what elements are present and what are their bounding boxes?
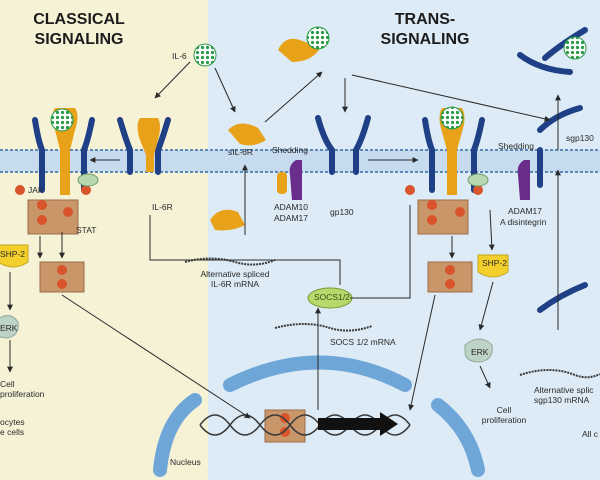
classical-title-line1: CLASSICAL bbox=[33, 11, 125, 28]
alt-sgp-line1: Alternative splic bbox=[534, 385, 594, 395]
mrna-strands bbox=[184, 257, 600, 379]
il6-ligands bbox=[50, 26, 587, 132]
shedding-right-label: Shedding bbox=[498, 141, 534, 151]
nucleus-label: Nucleus bbox=[170, 457, 201, 467]
hepatocytes-line1: ocytes bbox=[0, 417, 25, 427]
cell-prolif-left-label: Cell proliferation bbox=[0, 379, 45, 400]
adam17-left-label: ADAM17 bbox=[274, 213, 309, 223]
cell-prolif-left-line1: Cell bbox=[0, 379, 15, 389]
gp130-label: gp130 bbox=[330, 207, 354, 217]
shp2-shapes bbox=[0, 244, 509, 278]
cell-prolif-right-line2: proliferation bbox=[481, 414, 527, 425]
a-disintegrin-label: A disintegrin bbox=[500, 217, 547, 227]
stat-label: STAT bbox=[76, 225, 97, 235]
cell-prolif-right-label: Cell proliferation bbox=[476, 405, 532, 426]
shp2-right-label: SHP-2 bbox=[482, 258, 508, 268]
jak-label: JAK bbox=[28, 185, 44, 195]
shp2-left-label: SHP-2 bbox=[0, 249, 26, 259]
trans-title-line2: SIGNALING bbox=[380, 31, 470, 48]
cell-prolif-right-line1: Cell bbox=[496, 405, 512, 415]
shedding-left-label: Shedding bbox=[272, 145, 308, 155]
hepatocytes-label: ocytes e cells bbox=[0, 417, 25, 438]
trans-background bbox=[208, 0, 600, 480]
classical-title-line2: SIGNALING bbox=[34, 31, 124, 48]
all-cells-label: All c bbox=[582, 429, 599, 439]
il6-label: IL-6 bbox=[172, 51, 187, 61]
adam10-label: ADAM10 bbox=[274, 202, 309, 212]
socs12-label: SOCS1/2 bbox=[314, 292, 350, 302]
alt-sgp130-mrna-label: Alternative splic sgp130 mRNA bbox=[534, 385, 594, 406]
alt-il6r-line2: IL-6R mRNA bbox=[210, 278, 260, 289]
classical-background bbox=[0, 0, 208, 480]
adam-proteases bbox=[289, 160, 530, 200]
trans-title-line1: TRANS- bbox=[394, 11, 456, 28]
alt-sgp-line2: sgp130 mRNA bbox=[534, 394, 590, 405]
adam17-right-label: ADAM17 bbox=[508, 206, 543, 216]
cell-prolif-left-line2: proliferation bbox=[0, 388, 45, 399]
stat-ovals bbox=[77, 173, 489, 187]
transcription-arrow bbox=[318, 412, 398, 436]
erk-shapes bbox=[0, 315, 493, 363]
alt-il6r-line1: Alternative spliced bbox=[200, 269, 270, 279]
alt-il6r-mrna-label: Alternative spliced IL-6R mRNA bbox=[180, 269, 290, 290]
phosphate-groups bbox=[15, 185, 483, 437]
erk-right-label: ERK bbox=[471, 347, 489, 357]
classical-title: CLASSICAL SIGNALING bbox=[4, 10, 154, 50]
sgp130-label: sgp130 bbox=[566, 133, 594, 143]
gp130-receptors bbox=[32, 27, 588, 313]
sil6r-label: sIL-6R bbox=[228, 147, 254, 157]
erk-left-label: ERK bbox=[0, 323, 18, 333]
pathway-arrows bbox=[7, 61, 561, 419]
socs-mrna-label: SOCS 1/2 mRNA bbox=[330, 337, 396, 347]
hepatocytes-line2: e cells bbox=[0, 426, 25, 437]
il6r-label: IL-6R bbox=[152, 202, 173, 212]
nucleus-envelope bbox=[153, 355, 485, 477]
trans-title: TRANS- SIGNALING bbox=[360, 10, 490, 50]
